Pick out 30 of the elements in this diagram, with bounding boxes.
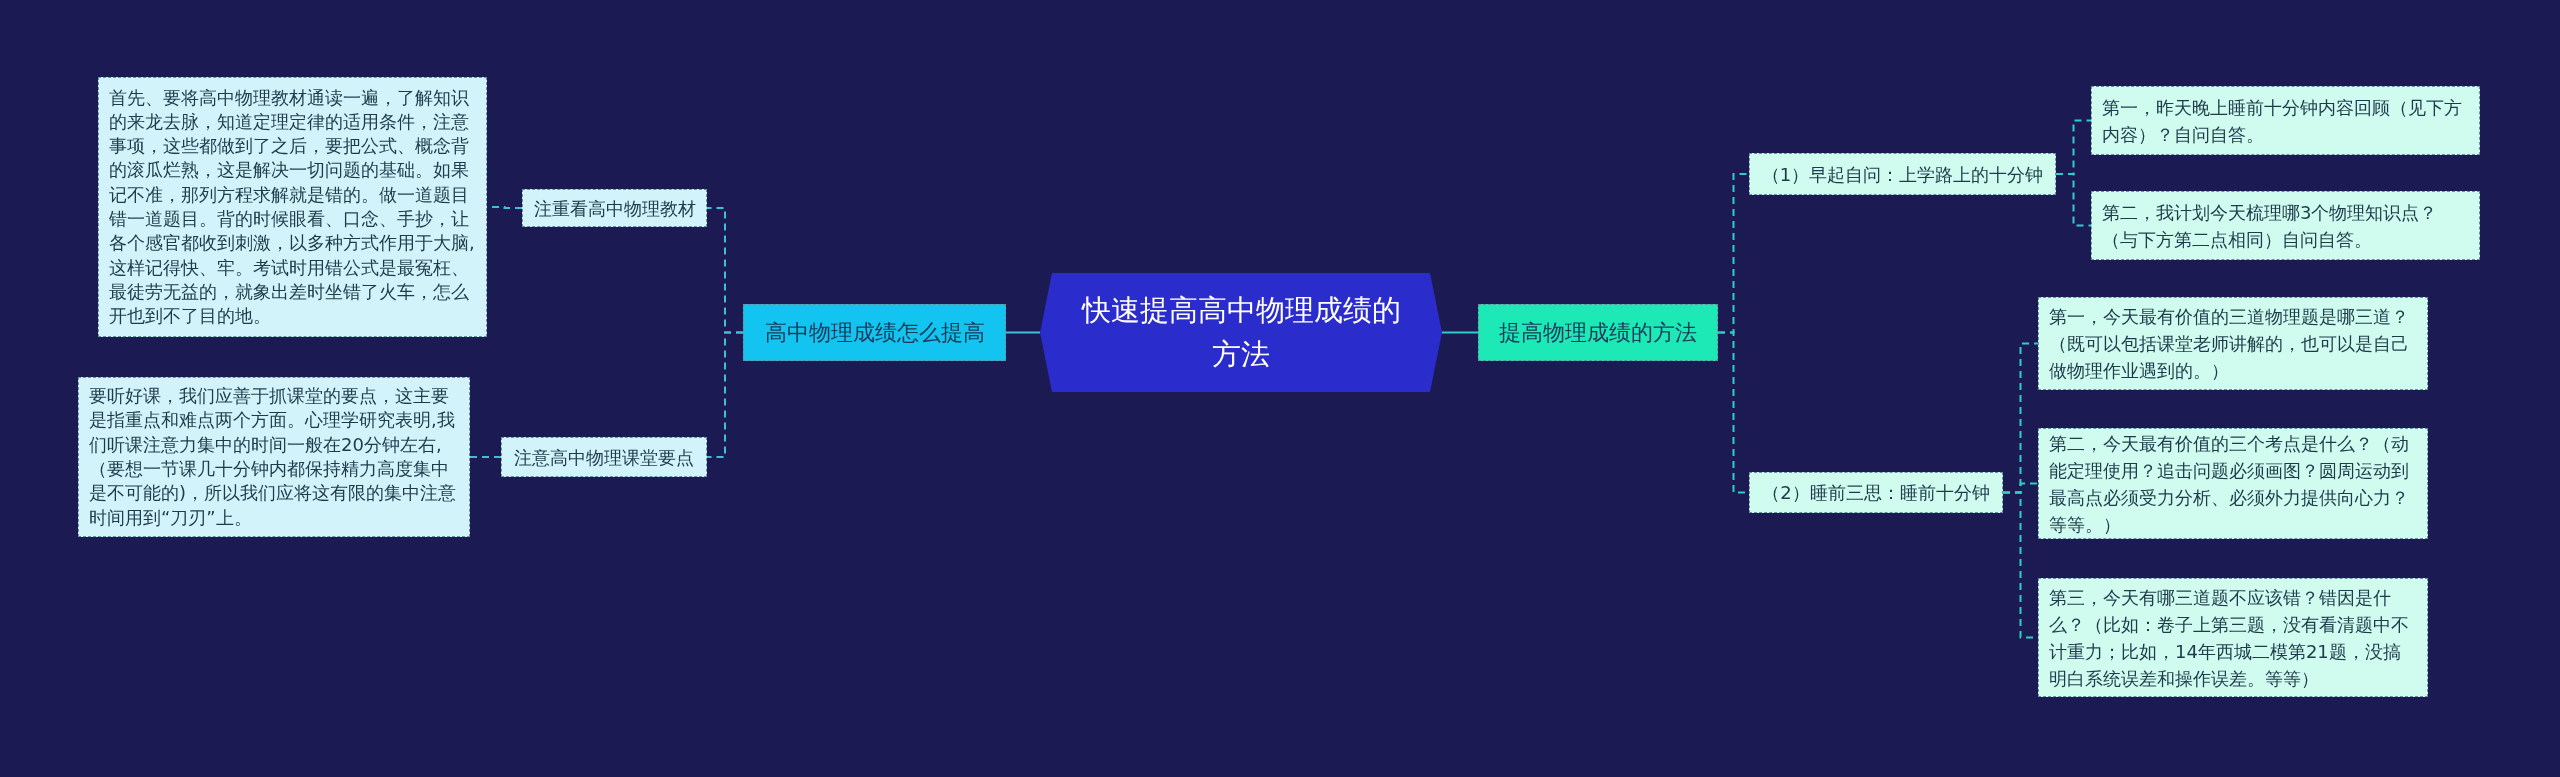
node-text: 第一，今天最有价值的三道物理题是哪三道？（既可以包括课堂老师讲解的，也可以是自己做物理作业遇到的。）: [2049, 305, 2410, 383]
connector-line: [2055, 173, 2092, 227]
connector-line: [469, 456, 502, 458]
node-text: 提高物理成绩的方法: [1498, 319, 1698, 347]
text-card: [2091, 86, 2480, 155]
text-card: [2038, 578, 2428, 697]
connector-line: [706, 331, 744, 458]
branch-box: [743, 304, 1006, 361]
node-text: 第二，我计划今天梳理哪3个物理知识点？（与下方第二点相同）自问自答。: [2102, 200, 2439, 252]
text-card: [2038, 297, 2428, 390]
branch-box: [1478, 304, 1718, 361]
node-text: 首先、要将高中物理教材通读一遍，了解知识的来龙去脉，知道定理定律的适用条件，注意事项，这些都做到了之后，要把公式、概念背的滚瓜烂熟，这是解决一切问题的基础。如果记不准，那列方程求解就是错的。做一道题目错一道题目。背的时候眼看、口念、手抄，让各个感官都收到刺激，以多种方式作用于大脑,这样记得快、牢。考试时用错公式是最冤枉、最徒劳无益的，就象出差时坐错了火车，怎么开也到不了目的地。: [109, 85, 476, 329]
node-text: 第一，昨天晚上睡前十分钟内容回顾（见下方内容）？自问自答。: [2102, 95, 2463, 147]
topic-box: [522, 189, 707, 227]
node-text: （1）早起自问：上学路上的十分钟: [1760, 162, 2045, 187]
connector-line: [1005, 331, 1041, 334]
node-text: （2）睡前三思：睡前十分钟: [1761, 481, 1991, 505]
topic-box: [1749, 472, 2003, 513]
topic-box: [1749, 153, 2056, 195]
node-text: 快速提高高中物理成绩的方法: [1080, 292, 1402, 373]
node-text: 注重看高中物理教材: [533, 196, 696, 221]
node-text: 第二，今天最有价值的三个考点是什么？（动能定理使用？追击问题必须画图？圆周运动到最高点必须受力分析、必须外力提供向心力？等等。）: [2049, 431, 2410, 537]
node-text: 第三，今天有哪三道题不应该错？错因是什么？（比如：卷子上第三题，没有看清题中不计重力；比如，14年西城二模第21题，没搞明白系统误差和操作误差。等等）: [2049, 585, 2410, 691]
node-text: 要听好课，我们应善于抓课堂的要点，这主要是指重点和难点两个方面。心理学研究表明,我们听课注意力集中的时间一般在20分钟左右,（要想一节课几十分钟内都保持精力高度集中是不可能的)，所以我们应将这有限的集中注意时间用到“刀刃”上。: [89, 384, 458, 530]
central-topic-hexagon: [1040, 273, 1442, 392]
topic-box: [501, 437, 707, 477]
connector-line: [1441, 331, 1479, 334]
text-card: [2091, 191, 2480, 260]
node-text: 高中物理成绩怎么提高: [763, 319, 986, 347]
node-text: 注意高中物理课堂要点: [513, 445, 695, 470]
